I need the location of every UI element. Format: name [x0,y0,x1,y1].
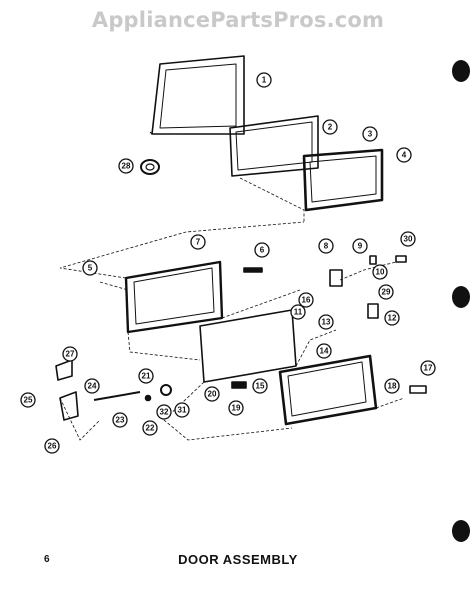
callout-24: 24 [84,378,100,394]
svg-text:22: 22 [146,424,155,433]
callout-28: 28 [118,158,134,174]
svg-text:8: 8 [324,242,329,251]
callout-25: 25 [20,392,36,408]
part-knob [140,159,160,175]
callout-22: 22 [142,420,158,436]
svg-text:15: 15 [256,382,265,391]
svg-text:4: 4 [402,151,407,160]
svg-text:16: 16 [302,296,311,305]
callout-31: 31 [174,402,190,418]
svg-text:23: 23 [116,416,125,425]
svg-text:25: 25 [24,396,33,405]
callout-1: 1 [256,72,272,88]
svg-text:29: 29 [382,288,391,297]
page-number: 6 [44,554,50,565]
callout-18: 18 [384,378,400,394]
callout-13: 13 [318,314,334,330]
callout-9: 9 [352,238,368,254]
svg-text:5: 5 [88,264,93,273]
callout-7: 7 [190,234,206,250]
callout-20: 20 [204,386,220,402]
svg-text:10: 10 [376,268,385,277]
part-outer-frame [302,148,384,212]
svg-text:9: 9 [358,242,363,251]
svg-text:31: 31 [178,406,187,415]
svg-text:27: 27 [66,350,75,359]
watermark: AppliancePartsPros.com [91,8,385,32]
svg-text:26: 26 [48,442,57,451]
callout-15: 15 [252,378,268,394]
callout-11: 11 [290,304,306,320]
callout-19: 19 [228,400,244,416]
callout-17: 17 [420,360,436,376]
callout-8: 8 [318,238,334,254]
callout-4: 4 [396,147,412,163]
callout-29: 29 [378,284,394,300]
punch-hole-top [452,60,470,82]
callout-16: 16 [298,292,314,308]
svg-text:18: 18 [388,382,397,391]
svg-text:30: 30 [404,235,413,244]
svg-text:1: 1 [262,76,267,85]
callout-5: 5 [82,260,98,276]
svg-text:17: 17 [424,364,433,373]
svg-text:14: 14 [320,347,329,356]
part-inner-frame [149,55,245,135]
callout-21: 21 [138,368,154,384]
svg-text:2: 2 [328,123,333,132]
svg-text:7: 7 [196,238,201,247]
svg-text:12: 12 [388,314,397,323]
svg-text:32: 32 [160,408,169,417]
callout-14: 14 [316,343,332,359]
svg-text:11: 11 [294,308,303,317]
callout-6: 6 [254,242,270,258]
svg-text:21: 21 [142,372,151,381]
diagram-caption: DOOR ASSEMBLY [178,552,298,567]
callout-26: 26 [44,438,60,454]
svg-text:24: 24 [88,382,97,391]
svg-text:6: 6 [260,246,265,255]
callout-27: 27 [62,346,78,362]
svg-text:3: 3 [368,130,373,139]
callout-23: 23 [112,412,128,428]
callout-3: 3 [362,126,378,142]
svg-text:28: 28 [122,162,131,171]
part-door-liner [124,260,224,334]
callout-12: 12 [384,310,400,326]
punch-hole-bottom [452,520,470,542]
svg-text:19: 19 [232,404,241,413]
punch-hole-middle [452,286,470,308]
callout-10: 10 [372,264,388,280]
svg-text:20: 20 [208,390,217,399]
svg-text:13: 13 [322,318,331,327]
callout-2: 2 [322,119,338,135]
callout-30: 30 [400,231,416,247]
callout-32: 32 [156,404,172,420]
